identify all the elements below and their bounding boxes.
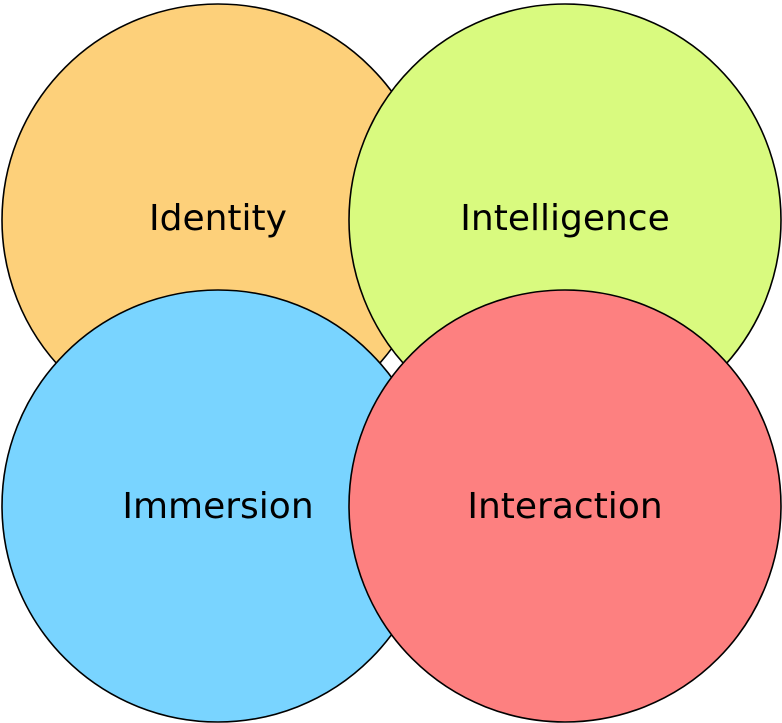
intelligence-label: Intelligence bbox=[460, 198, 669, 239]
identity-label: Identity bbox=[149, 198, 287, 239]
immersion-label: Immersion bbox=[122, 486, 313, 527]
interaction-circle bbox=[348, 289, 782, 723]
circle-immersion: Immersion bbox=[1, 289, 435, 723]
interaction-label: Interaction bbox=[467, 486, 662, 527]
circle-interaction: Interaction bbox=[348, 289, 782, 723]
